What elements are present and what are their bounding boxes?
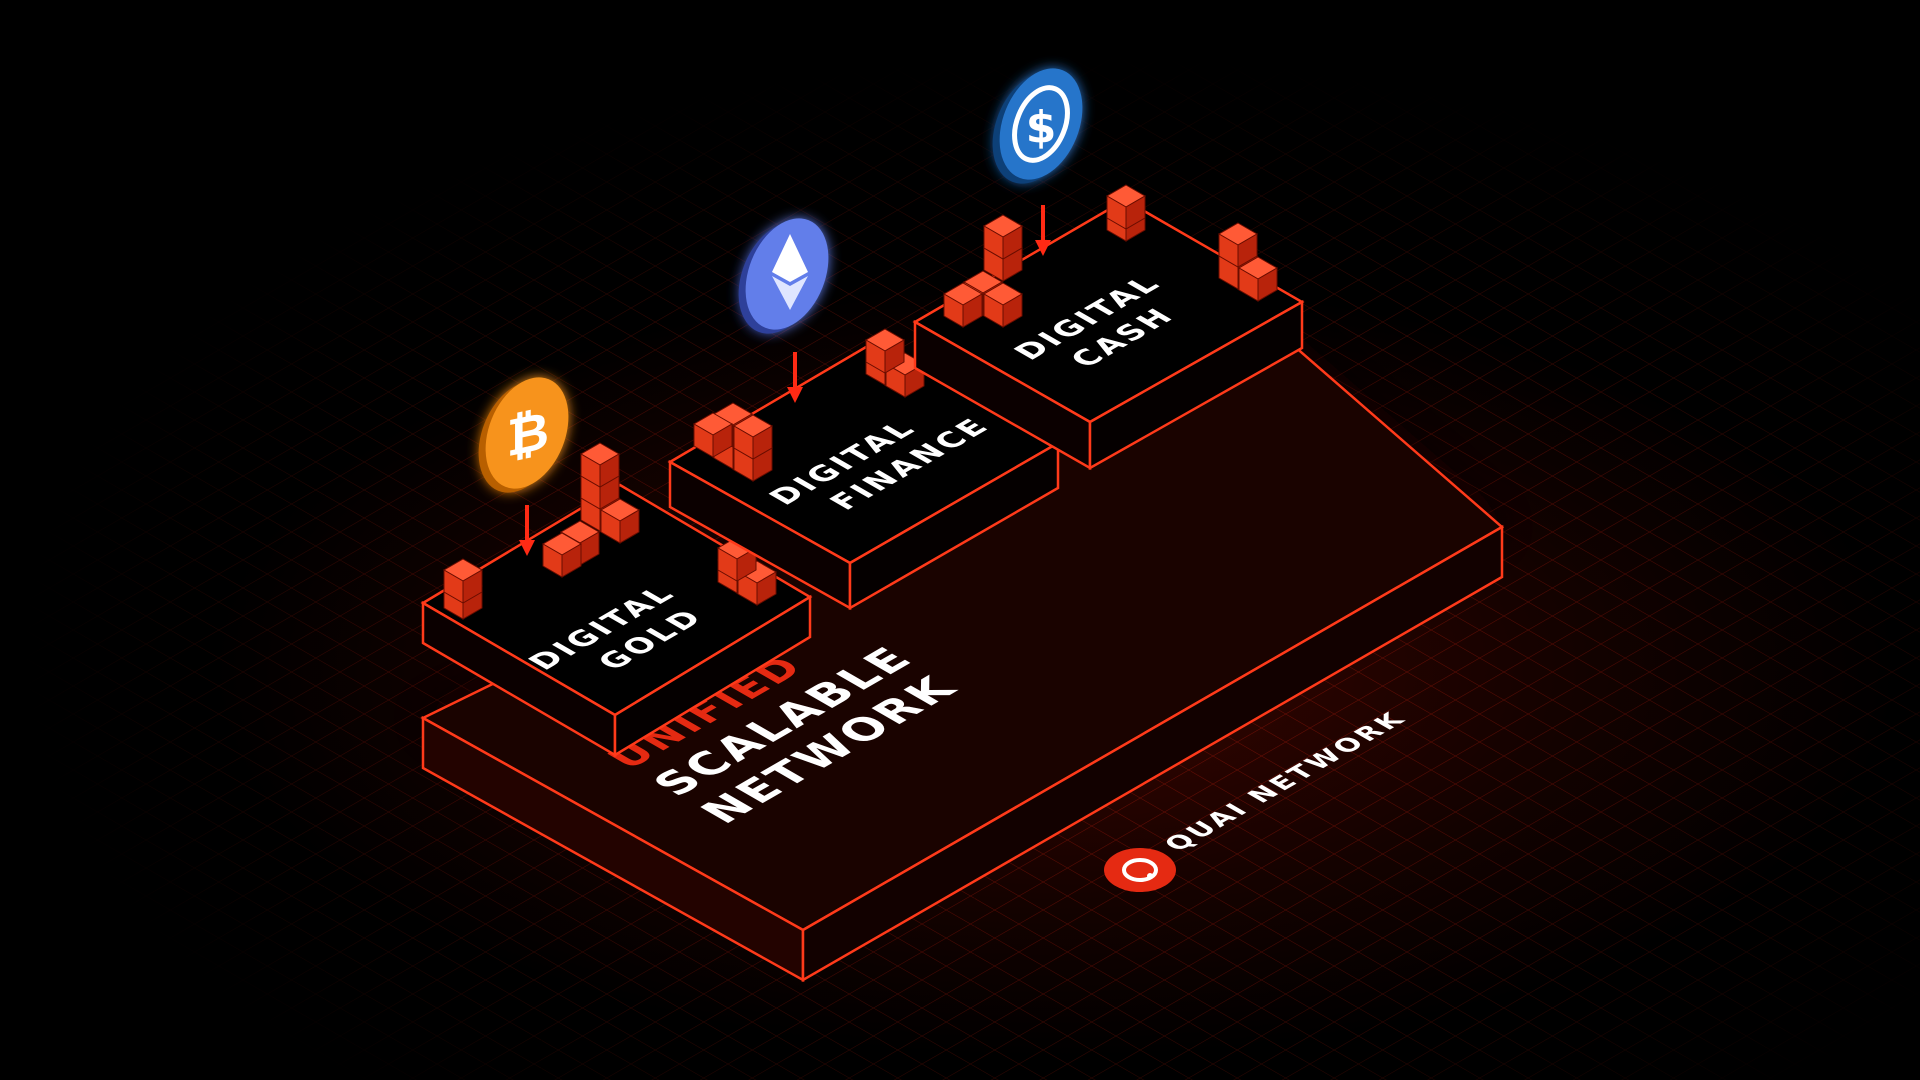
usdc-icon: $ [992, 68, 1083, 184]
quai-logo-icon [1104, 848, 1176, 892]
svg-text:₿: ₿ [507, 400, 549, 469]
arrows [519, 205, 1051, 556]
bitcoin-icon: ₿ [478, 377, 569, 493]
platform-cash: DIGITAL CASH [912, 184, 1305, 471]
platform-finance: DIGITAL FINANCE [667, 328, 1061, 611]
svg-text:$: $ [1026, 102, 1057, 153]
ethereum-icon [738, 218, 829, 334]
platform-gold: DIGITAL GOLD [420, 442, 813, 758]
